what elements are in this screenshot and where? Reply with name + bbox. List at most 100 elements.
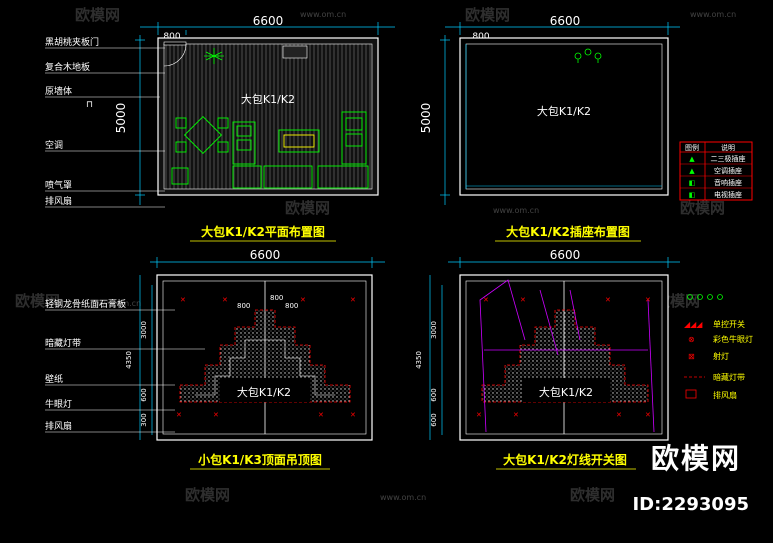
ceiling-legend-item: 轻钢龙骨纸面石膏板 bbox=[45, 298, 126, 310]
plan-dim-height: 5000 bbox=[114, 103, 128, 134]
exhaust-fan-icon bbox=[685, 389, 697, 399]
ceiling-small-dim: 800 bbox=[285, 302, 298, 310]
watermark-url: www.om.cn bbox=[380, 493, 426, 502]
watermark-brand: 欧模网 bbox=[75, 6, 120, 24]
ceiling-dim-height: 600 bbox=[140, 388, 148, 401]
svg-text:✕: ✕ bbox=[616, 411, 622, 419]
socket-room-label: 大包K1/K2 bbox=[537, 104, 591, 118]
ceiling-small-dims: 800 800 800 bbox=[237, 294, 298, 310]
socket-table-row: 空调插座 bbox=[714, 166, 742, 175]
ceiling-dim-height: 3000 bbox=[140, 321, 148, 339]
socket-legend-table: 图例 说明 二三极插座 空调插座 音响插座 电视插座 ▲ ▲ ◧ ◧ bbox=[679, 141, 753, 201]
watermark-brand: 欧模网 bbox=[465, 6, 510, 24]
lighting-legend-item: 射灯 bbox=[713, 351, 729, 361]
socket-dim-width: 6600 bbox=[550, 14, 581, 28]
svg-text:✕: ✕ bbox=[513, 411, 519, 419]
lighting-legend-item: 排风扇 bbox=[713, 390, 737, 400]
watermark-brand: 欧模网 bbox=[15, 292, 60, 310]
socket-table-row: 电视插座 bbox=[714, 190, 742, 199]
socket-dim-door: 800 bbox=[472, 32, 489, 42]
ceiling-room-label: 大包K1/K2 bbox=[237, 385, 291, 399]
ceiling-legend-item: 排风扇 bbox=[45, 420, 72, 432]
ceiling-dim-height: 4350 bbox=[125, 351, 133, 369]
plan-room-label: 大包K1/K2 bbox=[241, 92, 295, 106]
watermark-brand: 欧模网 bbox=[680, 199, 725, 217]
plan-legend-item: 黑胡桃夹板门 bbox=[45, 36, 99, 48]
svg-text:✕: ✕ bbox=[645, 296, 651, 304]
watermark-url: www.om.cn bbox=[300, 10, 346, 19]
watermark-id: ID:2293095 bbox=[632, 494, 749, 515]
socket-table-row: 二三极插座 bbox=[711, 154, 746, 163]
single-switch-icon: ◢◢◢ bbox=[684, 320, 703, 329]
watermark-url: www.om.cn bbox=[690, 10, 736, 19]
svg-text:▲: ▲ bbox=[689, 167, 695, 175]
socket-table-row: 音响插座 bbox=[714, 178, 742, 187]
socket-dim-height: 5000 bbox=[419, 103, 433, 134]
plan-dim-width: 6600 bbox=[253, 14, 284, 28]
svg-text:✕: ✕ bbox=[176, 411, 182, 419]
svg-text:✕: ✕ bbox=[300, 296, 306, 304]
svg-text:▲: ▲ bbox=[689, 155, 695, 163]
lighting-legend-item: 单控开关 bbox=[713, 319, 745, 329]
ceiling-title: 小包K1/K3顶面吊顶图 bbox=[198, 452, 322, 467]
spotlight-icon: ⊠ bbox=[688, 352, 695, 361]
panel-ceiling-plan: 6600 4350 3000 600 300 大包K1/K2 800 800 8… bbox=[45, 248, 385, 470]
lighting-dim-height: 4350 bbox=[415, 351, 423, 369]
plan-legend-item: 原墙体 bbox=[45, 85, 72, 97]
plan-legend: 黑胡桃夹板门 复合木地板 原墙体 空调 喷气罩 排风扇 bbox=[45, 36, 99, 207]
plan-legend-item: 复合木地板 bbox=[45, 61, 90, 73]
lighting-legend: ◢◢◢ 单控开关 ⊗ 彩色牛眼灯 ⊠ 射灯 暗藏灯带 排风扇 bbox=[684, 294, 753, 400]
lighting-title: 大包K1/K2灯线开关图 bbox=[503, 452, 627, 467]
watermark-logo: 欧模网 bbox=[650, 442, 741, 475]
ceiling-legend: 轻钢龙骨纸面石膏板 暗藏灯带 壁纸 牛眼灯 排风扇 bbox=[45, 298, 126, 432]
ceiling-dim-height: 300 bbox=[140, 413, 148, 426]
ceiling-small-dim: 800 bbox=[270, 294, 283, 302]
socket-table-header: 图例 bbox=[685, 143, 699, 152]
socket-table-header: 说明 bbox=[721, 143, 735, 152]
watermark-url: www.om.cn bbox=[493, 206, 539, 215]
svg-text:✕: ✕ bbox=[180, 296, 186, 304]
svg-text:✕: ✕ bbox=[605, 296, 611, 304]
panel-lighting-plan: 6600 4350 3000 600 600 大包K1/K2 ✕✕✕✕ ✕✕✕✕ bbox=[415, 248, 753, 470]
fixture-legend-icons bbox=[687, 294, 723, 300]
sofa-set-icon bbox=[232, 111, 369, 189]
panel-floor-plan: 6600 800 5000 bbox=[45, 14, 395, 242]
svg-text:✕: ✕ bbox=[222, 296, 228, 304]
ceiling-downlights: ✕✕✕✕ ✕✕✕✕ bbox=[176, 296, 356, 419]
socket-title: 大包K1/K2插座布置图 bbox=[506, 224, 630, 239]
svg-text:◧: ◧ bbox=[689, 191, 696, 199]
plan-legend-item: 喷气罩 bbox=[45, 179, 72, 191]
ceiling-legend-item: 牛眼灯 bbox=[45, 398, 72, 410]
svg-text:✕: ✕ bbox=[476, 411, 482, 419]
watermark-brand: 欧模网 bbox=[185, 486, 230, 504]
plan-title: 大包K1/K2平面布置图 bbox=[201, 224, 325, 239]
svg-text:✕: ✕ bbox=[350, 411, 356, 419]
ceiling-dim-width: 6600 bbox=[250, 248, 281, 262]
dining-table-icon bbox=[171, 115, 229, 185]
svg-text:✕: ✕ bbox=[483, 296, 489, 304]
lighting-dim-height: 3000 bbox=[430, 321, 438, 339]
plant-icon bbox=[204, 48, 224, 64]
lighting-legend-item: 暗藏灯带 bbox=[713, 372, 745, 382]
svg-text:✕: ✕ bbox=[213, 411, 219, 419]
panel-socket-plan: 6600 800 5000 大包K1/K2 图例 说明 二三极插座 空调插座 音… bbox=[419, 14, 753, 242]
plan-dim-door: 800 bbox=[163, 32, 180, 42]
svg-text:✕: ✕ bbox=[350, 296, 356, 304]
ceiling-legend-item: 暗藏灯带 bbox=[45, 337, 81, 349]
plan-legend-item: 排风扇 bbox=[45, 195, 72, 207]
ceiling-legend-item: 壁纸 bbox=[45, 373, 63, 385]
lighting-dim-height: 600 bbox=[430, 413, 438, 426]
lighting-room-label: 大包K1/K2 bbox=[539, 385, 593, 399]
svg-text:✕: ✕ bbox=[645, 411, 651, 419]
plan-leader-lines bbox=[45, 47, 165, 208]
watermark-brand: 欧模网 bbox=[285, 199, 330, 217]
lighting-dim-height: 600 bbox=[430, 388, 438, 401]
svg-text:✕: ✕ bbox=[520, 296, 526, 304]
watermark-brand: 欧模网 bbox=[570, 486, 615, 504]
svg-text:◧: ◧ bbox=[689, 179, 696, 187]
socket-symbols bbox=[574, 48, 602, 63]
lighting-legend-item: 彩色牛眼灯 bbox=[713, 334, 753, 344]
watermark-url: www.om.cn bbox=[95, 299, 141, 308]
lighting-downlights: ✕ ✕ ✕ ✕ ✕ ✕ ✕ ✕ bbox=[476, 296, 651, 419]
